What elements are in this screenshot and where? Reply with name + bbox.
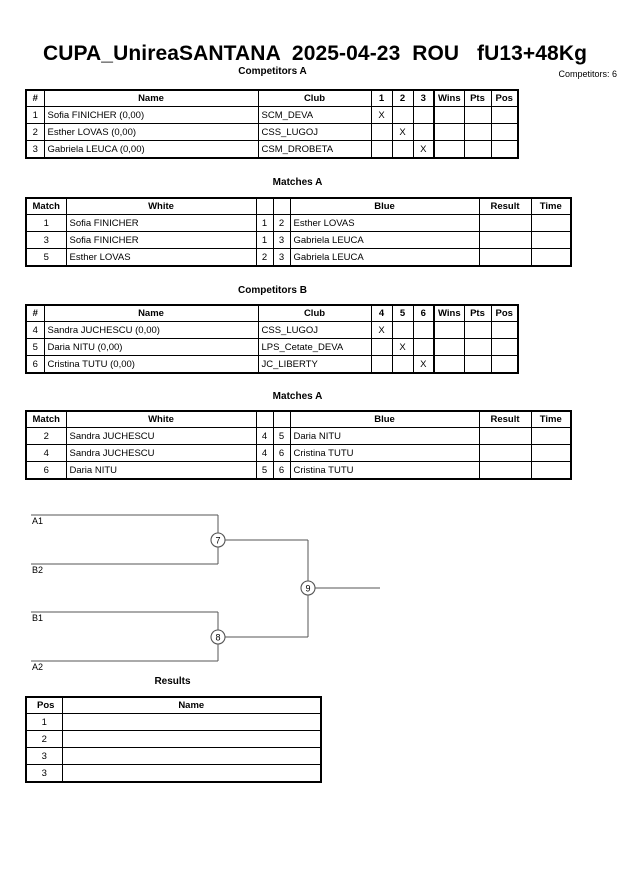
cell-club: CSM_DROBETA xyxy=(257,140,372,159)
bracket-seed-b1: B1 xyxy=(32,613,44,623)
cell-blue: Cristina TUTU xyxy=(289,444,480,462)
bracket-node-7-label: 7 xyxy=(215,536,220,546)
table-row: 3 xyxy=(25,764,322,783)
cell-pos xyxy=(490,123,519,141)
cell-pos xyxy=(490,140,519,159)
competitors-a-table: # Name Club 1 2 3 Wins Pts Pos 1 Sofia F… xyxy=(25,89,519,159)
cell-pos xyxy=(490,338,519,356)
cell-name xyxy=(61,713,322,731)
competitors-a-caption: Competitors A xyxy=(238,66,307,77)
bracket-node-9-label: 9 xyxy=(305,584,310,594)
competitors-b-caption: Competitors B xyxy=(238,285,307,296)
col-pos: Pos xyxy=(25,696,63,714)
cell-pos xyxy=(490,355,519,374)
table-row: 6 Cristina TUTU (0,00) JC_LIBERTY X xyxy=(25,355,519,374)
matches-b-caption: Matches A xyxy=(272,391,323,402)
cell-num: 2 xyxy=(25,123,45,141)
cell-num: 6 xyxy=(25,355,45,374)
cell-name: Esther LOVAS (0,00) xyxy=(43,123,259,141)
cell-time xyxy=(530,444,572,462)
cell-time xyxy=(530,231,572,249)
competitors-b-table: # Name Club 4 5 6 Wins Pts Pos 4 Sandra … xyxy=(25,304,519,374)
table-row: 6 Daria NITU 5 6 Cristina TUTU xyxy=(25,461,572,480)
table-row: 1 xyxy=(25,713,322,731)
page-title: CUPA_UnireaSANTANA 2025-04-23 ROU fU13+4… xyxy=(42,42,588,65)
bracket-node-8-label: 8 xyxy=(215,633,220,643)
table-row: 2 xyxy=(25,730,322,748)
cell-name: Cristina TUTU (0,00) xyxy=(43,355,259,374)
bracket-node-8 xyxy=(210,629,226,645)
cell-name: Gabriela LEUCA (0,00) xyxy=(43,140,259,159)
table-header-row: Pos Name xyxy=(25,696,322,714)
table-row: 4 Sandra JUCHESCU 4 6 Cristina TUTU xyxy=(25,444,572,462)
matches-a-table: Match White Blue Result Time 1 Sofia FIN… xyxy=(25,197,572,267)
cell-blue-num: 3 xyxy=(272,231,291,249)
cell-match: 4 xyxy=(25,444,67,462)
results-caption: Results xyxy=(154,676,191,687)
cell-pos: 1 xyxy=(25,713,63,731)
table-header-row: Match White Blue Result Time xyxy=(25,410,572,428)
table-row: 3 Sofia FINICHER 1 3 Gabriela LEUCA xyxy=(25,231,572,249)
cell-pos: 3 xyxy=(25,747,63,765)
cell-name xyxy=(61,747,322,765)
cell-opponent-6: X xyxy=(412,355,435,374)
competitors-count: Competitors: 6 xyxy=(558,69,617,79)
bracket-seed-b2: B2 xyxy=(32,565,44,575)
cell-pos: 3 xyxy=(25,764,63,783)
cell-time xyxy=(530,461,572,480)
col-time: Time xyxy=(530,410,572,428)
cell-pos: 2 xyxy=(25,730,63,748)
cell-name xyxy=(61,730,322,748)
cell-white: Sandra JUCHESCU xyxy=(65,444,257,462)
cell-white: Esther LOVAS xyxy=(65,248,257,267)
cell-name xyxy=(61,764,322,783)
col-name: Name xyxy=(61,696,322,714)
table-row: 3 Gabriela LEUCA (0,00) CSM_DROBETA X xyxy=(25,140,519,159)
matches-b-table: Match White Blue Result Time 2 Sandra JU… xyxy=(25,410,572,480)
table-header-row: Match White Blue Result Time xyxy=(25,197,572,215)
table-row: 3 xyxy=(25,747,322,765)
cell-white: Daria NITU xyxy=(65,461,257,480)
cell-white-num: 5 xyxy=(255,461,274,480)
table-row: 5 Daria NITU (0,00) LPS_Cetate_DEVA X xyxy=(25,338,519,356)
results-table: Pos Name 1 2 3 3 xyxy=(25,696,322,783)
table-row: 5 Esther LOVAS 2 3 Gabriela LEUCA xyxy=(25,248,572,267)
cell-num: 5 xyxy=(25,338,45,356)
bracket-node-7 xyxy=(210,532,226,548)
table-row: 2 Esther LOVAS (0,00) CSS_LUGOJ X xyxy=(25,123,519,141)
cell-time xyxy=(530,248,572,267)
cell-blue: Cristina TUTU xyxy=(289,461,480,480)
bracket-node-9 xyxy=(300,580,316,596)
bracket-seed-a1: A1 xyxy=(32,516,44,526)
matches-a-caption: Matches A xyxy=(272,177,323,188)
table-row: 2 Sandra JUCHESCU 4 5 Daria NITU xyxy=(25,427,572,445)
cell-match: 6 xyxy=(25,461,67,480)
bracket-seed-a2: A2 xyxy=(32,662,44,672)
